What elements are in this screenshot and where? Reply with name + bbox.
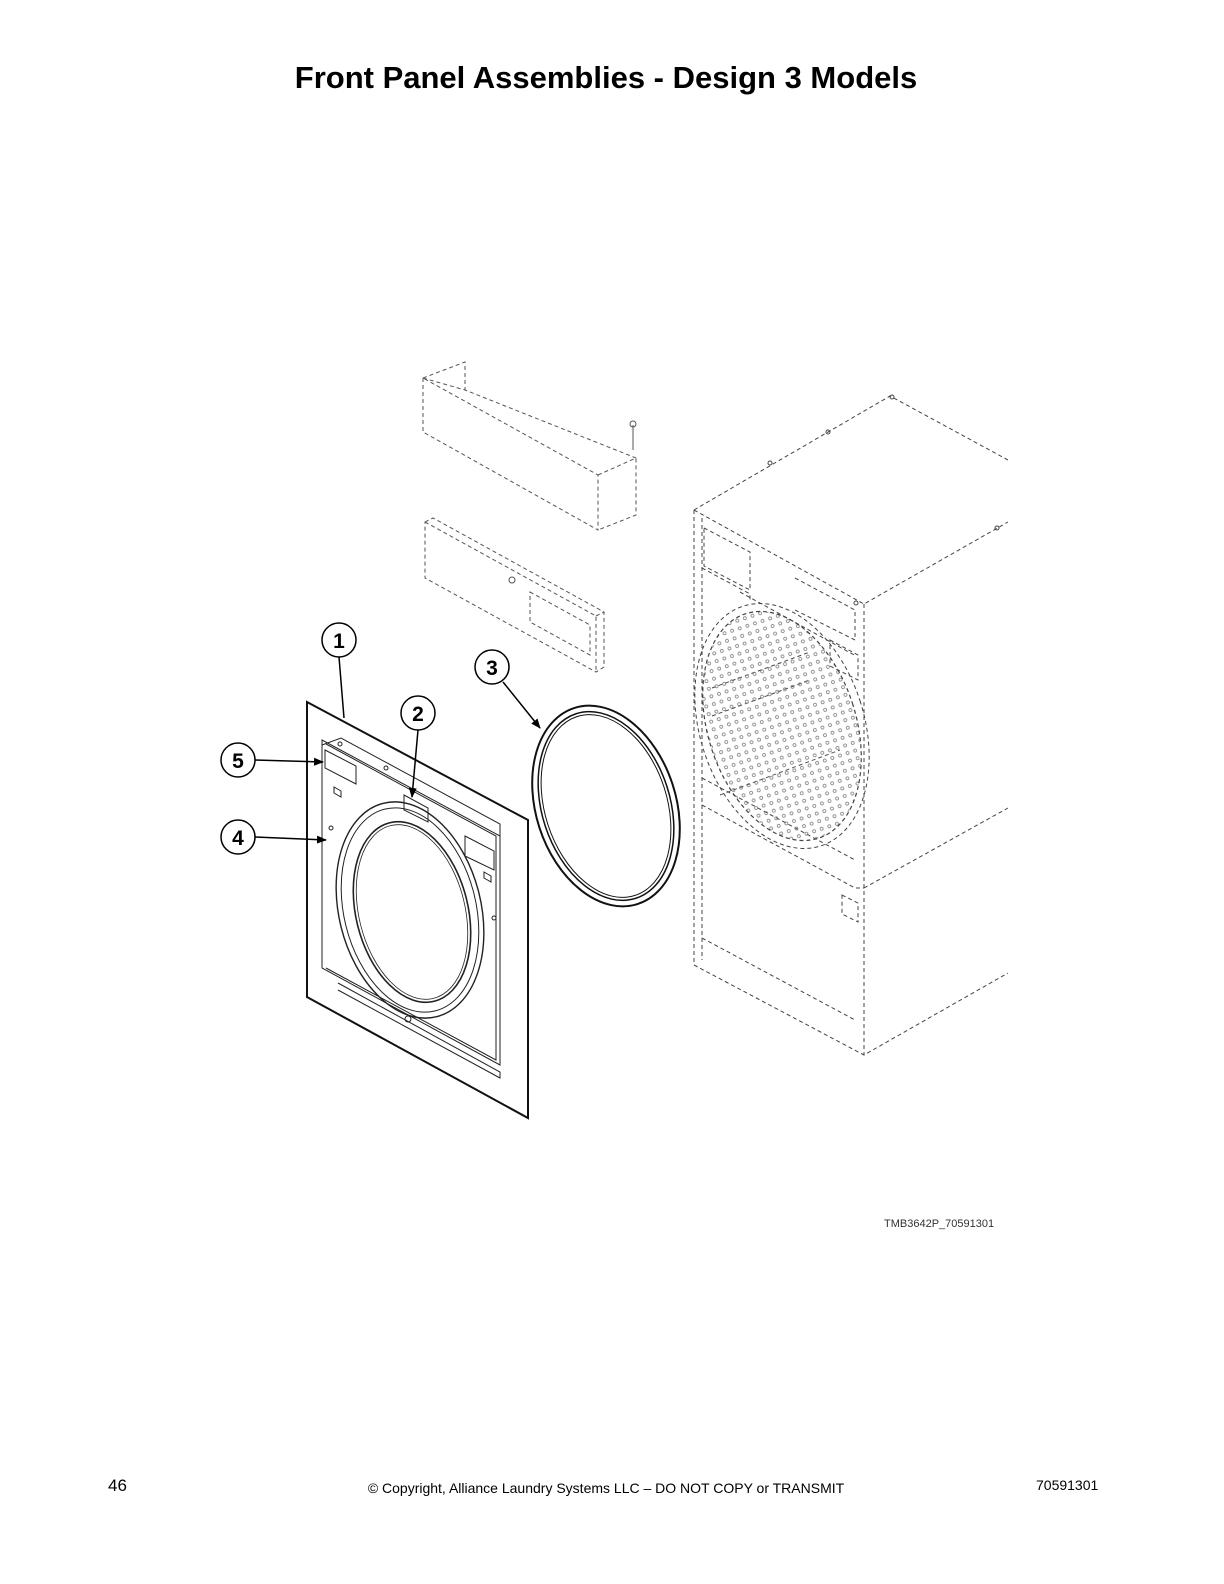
control-panel-middle — [424, 517, 605, 673]
figure-reference: TMB3642P_70591301 — [884, 1218, 995, 1230]
callout-3: 3 — [474, 649, 510, 685]
callout-2-label: 2 — [412, 703, 424, 726]
dryer-drum — [694, 603, 870, 849]
control-panel-top — [422, 361, 637, 531]
callout-2: 2 — [400, 695, 436, 731]
panel-door-opening — [335, 801, 485, 1019]
front-panel-outer — [306, 700, 529, 1120]
document-number: 70591301 — [1036, 1477, 1099, 1493]
copyright-notice: © Copyright, Alliance Laundry Systems LL… — [367, 1480, 845, 1496]
callout-4: 4 — [220, 819, 256, 855]
page-number: 46 — [108, 1476, 127, 1495]
callout-5: 5 — [220, 742, 256, 778]
callout-1-label: 1 — [333, 630, 345, 653]
front-panel-inner — [321, 737, 501, 1079]
callout-1: 1 — [321, 622, 357, 658]
page-title: Front Panel Assemblies - Design 3 Models — [294, 60, 918, 95]
door-gasket-ring — [531, 704, 681, 908]
callout-3-label: 3 — [486, 657, 498, 680]
callout-4-label: 4 — [232, 827, 244, 850]
callout-leaders — [254, 656, 541, 844]
callout-5-label: 5 — [232, 750, 244, 773]
